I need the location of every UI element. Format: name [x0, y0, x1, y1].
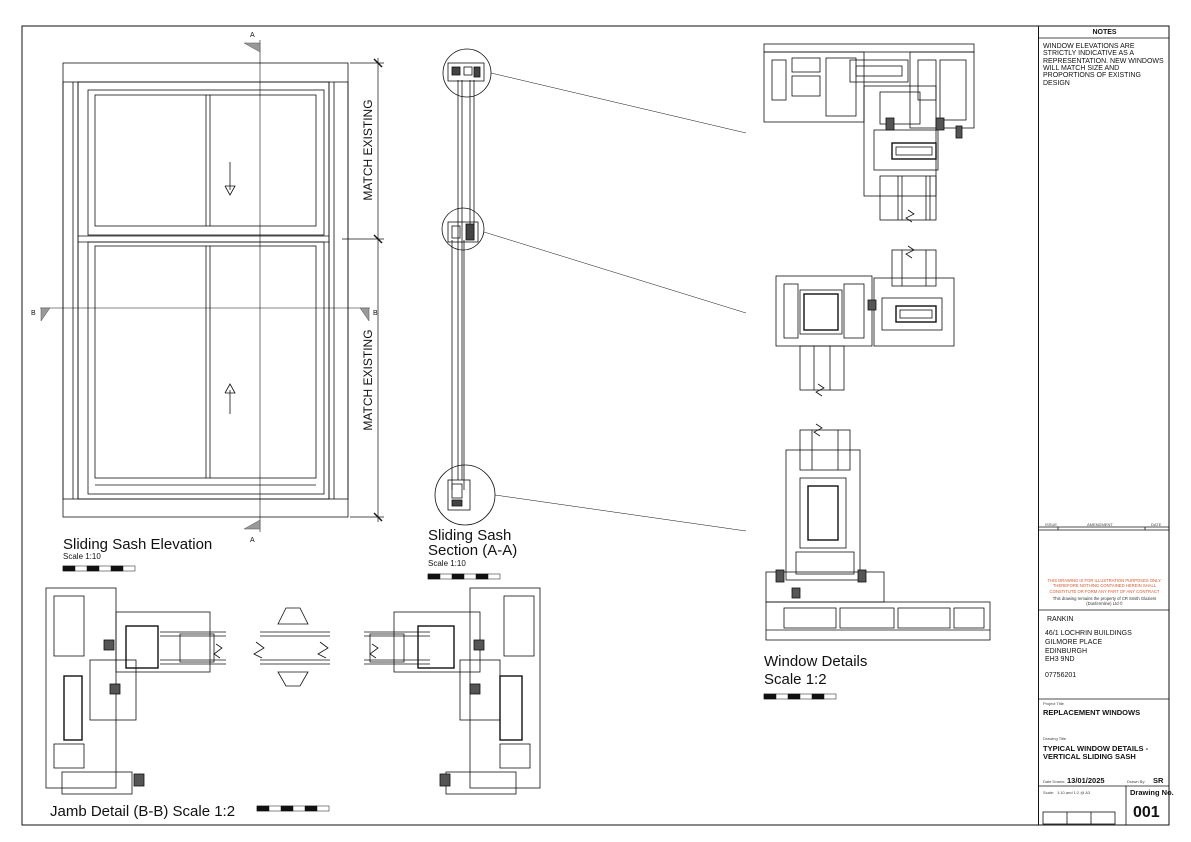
client-address: 46/1 LOCHRIN BUILDINGS GILMORE PLACE EDI… — [1045, 630, 1132, 664]
project-title: REPLACEMENT WINDOWS — [1043, 708, 1141, 717]
jamb-detail — [45, 587, 541, 795]
rev-col-amendment: AMENDMENT — [1087, 522, 1113, 527]
elevation-scale: Scale 1:10 — [63, 552, 101, 561]
jamb-title: Jamb Detail (B-B) Scale 1:2 — [50, 803, 236, 820]
drawing-no-label: Drawing No. — [1130, 788, 1174, 797]
title-block: NOTES WINDOW ELEVATIONS ARE STRICTLY IND… — [1038, 26, 1174, 825]
section-scale: Scale 1:10 — [428, 559, 466, 568]
date-label: Date Drawn: — [1043, 779, 1066, 784]
section-mark-a-bottom: A — [250, 537, 255, 544]
project-title-label: Project Title — [1043, 701, 1064, 706]
client-phone: 07756201 — [1045, 672, 1077, 679]
drawing-title-label: Drawing Title — [1043, 736, 1067, 741]
dimension-lower: MATCH EXISTING — [361, 329, 375, 431]
dimension-lines — [342, 58, 384, 522]
section-title-line2: Section (A-A) — [428, 542, 518, 559]
elevation-title: Sliding Sash Elevation — [63, 536, 213, 553]
details-scale: Scale 1:2 — [764, 671, 827, 688]
section-mark-a-top: A — [250, 32, 255, 39]
client-name: RANKIN — [1047, 616, 1074, 623]
notes-text: WINDOW ELEVATIONS ARE STRICTLY INDICATIV… — [1043, 43, 1164, 87]
dimension-upper: MATCH EXISTING — [361, 99, 375, 201]
details-title: Window Details — [764, 653, 868, 670]
title-block-grid — [1038, 37, 1169, 825]
scale-label: Scale: — [1043, 790, 1055, 795]
drawn-by-value: SR — [1153, 776, 1164, 785]
sliding-sash-section — [434, 48, 747, 532]
sliding-sash-elevation — [40, 40, 370, 532]
rev-col-issue: ISSUE — [1045, 522, 1058, 527]
window-detail-head — [763, 43, 975, 223]
drawing-title: TYPICAL WINDOW DETAILS - VERTICAL SLIDIN… — [1043, 744, 1149, 761]
rev-col-date: DATE — [1151, 522, 1162, 527]
date-value: 13/01/2025 — [1067, 776, 1105, 785]
window-detail-meeting-rail — [775, 245, 955, 397]
notes-heading: NOTES — [1092, 29, 1117, 36]
scale-bars — [62, 565, 837, 812]
disclaimer: THIS DRAWING IS FOR ILLUSTRATION PURPOSE… — [1047, 578, 1162, 594]
property-note: This drawing remains the property of CR … — [1052, 596, 1157, 607]
section-mark-b-right: B — [373, 310, 378, 317]
drawing-no-value: 001 — [1133, 804, 1160, 821]
section-mark-b-left: B — [31, 310, 36, 317]
section-title-line1: Sliding Sash — [428, 527, 512, 544]
window-detail-sill — [765, 423, 991, 641]
scale-value: 1:10 and 1:2 @ A3 — [1057, 790, 1091, 795]
drawn-by-label: Drawn By: — [1127, 779, 1146, 784]
